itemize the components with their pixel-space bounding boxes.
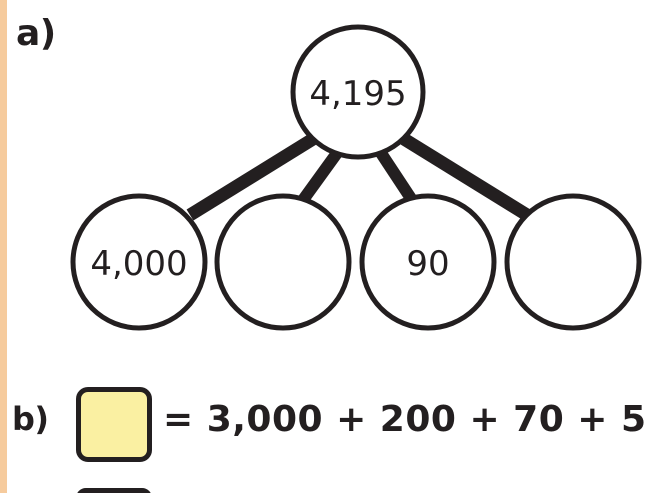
part-node-4-circle[interactable] [504,193,642,331]
part-node-2-circle[interactable] [214,193,352,331]
whole-node[interactable]: 4,195 [290,24,426,160]
part-b-label: b) [12,400,49,438]
part-node-3[interactable]: 90 [359,193,497,331]
connector-lines [186,133,531,221]
connector-line-4 [400,133,531,221]
equation-text: = 3,000 + 200 + 70 + 5 [163,399,647,440]
number-bond-diagram: 4,195 4,000 90 [70,24,642,331]
whole-node-value: 4,195 [309,74,406,114]
connector-line-3 [375,149,418,204]
part-node-1-circle[interactable] [70,193,208,331]
connector-line-2 [298,149,342,204]
part-node-3-value: 90 [406,244,449,284]
left-margin-stripe [0,0,7,493]
whole-node-circle[interactable] [290,24,426,160]
part-node-2[interactable] [214,193,352,331]
part-node-4[interactable] [504,193,642,331]
part-a-label: a) [16,13,56,54]
part-node-3-circle[interactable] [359,193,497,331]
part-node-1[interactable]: 4,000 [70,193,208,331]
answer-box-next-partial[interactable] [76,488,152,493]
answer-box[interactable] [76,387,152,462]
part-node-1-value: 4,000 [90,244,187,284]
connector-line-1 [186,133,317,221]
